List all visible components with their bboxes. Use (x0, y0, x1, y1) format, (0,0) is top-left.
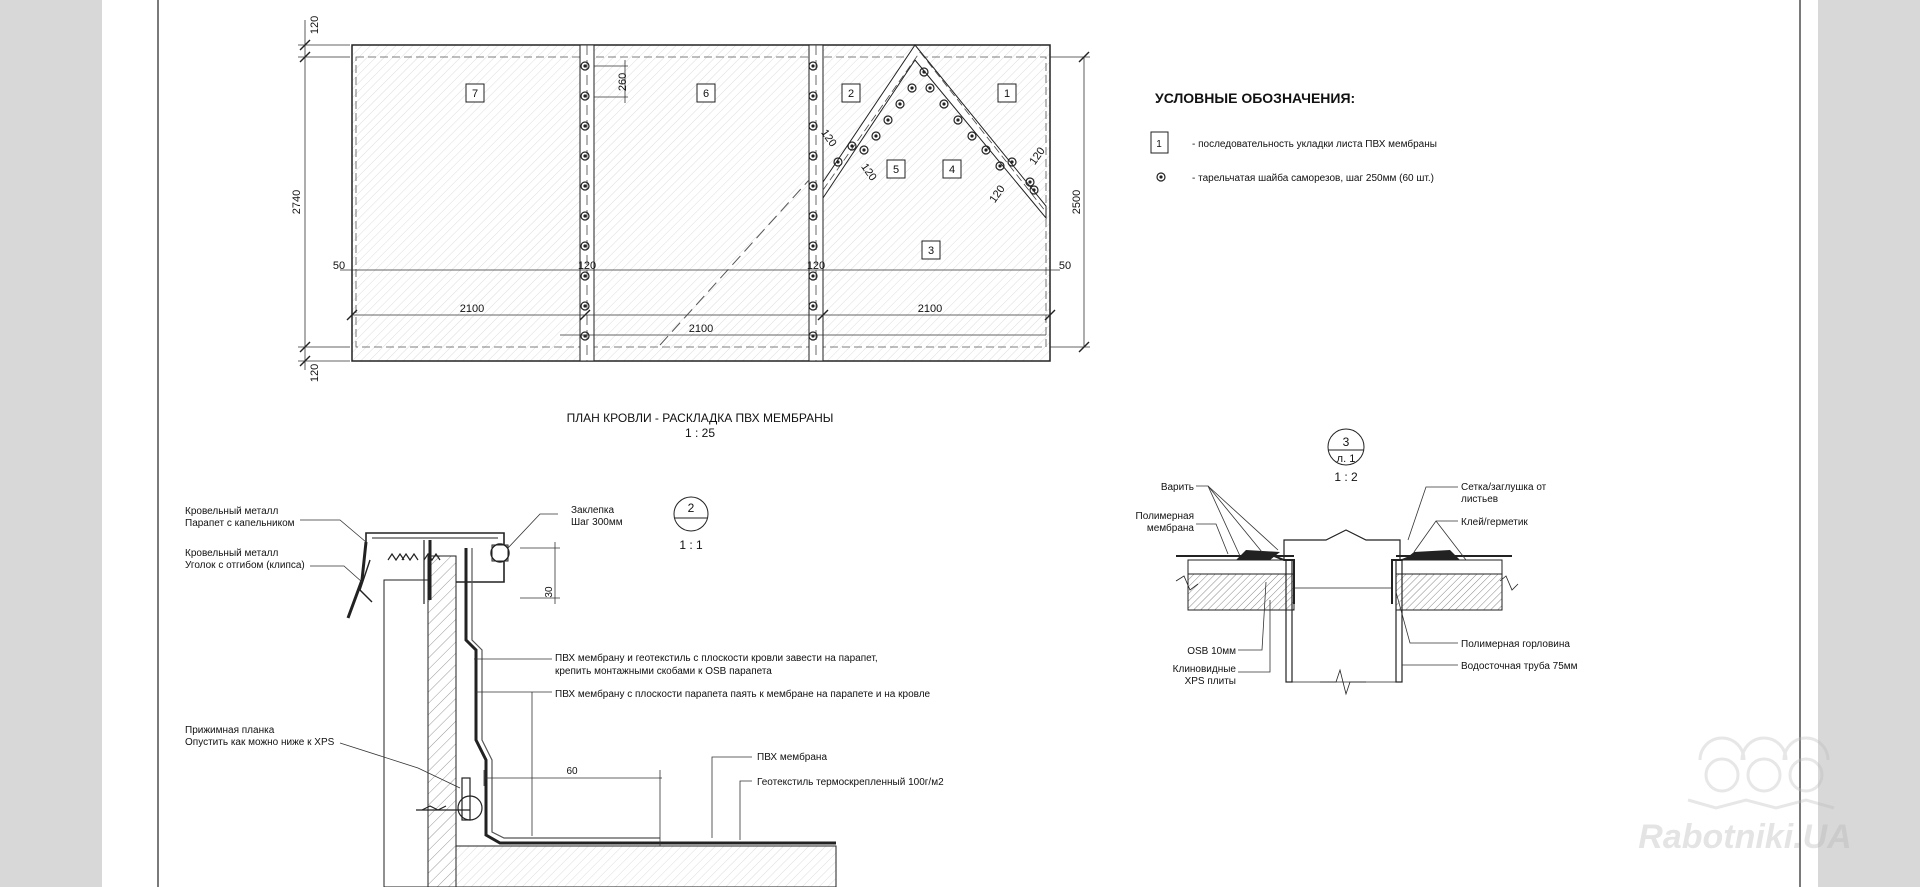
detail-3-marker-top: 3 (1343, 435, 1350, 449)
detail-3-scale: 1 : 2 (1334, 470, 1358, 484)
legend-item-washer: - тарельчатая шайба саморезов, шаг 250мм… (1192, 172, 1434, 184)
label-rivet-1: Заклепка (571, 505, 614, 516)
watermark-text: Rabotniki.UA (1638, 818, 1851, 856)
sheet-number-4: 4 (949, 164, 955, 176)
label-osb: OSB 10мм (1187, 646, 1236, 657)
label-polymer-membrane-1: Полимерная (1136, 511, 1194, 522)
dim-120-seam-left: 120 (578, 260, 596, 272)
label-net-2: листьев (1461, 494, 1498, 505)
dim-2100-right: 2100 (918, 303, 942, 315)
sheet-number-1: 1 (1004, 88, 1010, 100)
plan-scale: 1 : 25 (685, 426, 715, 440)
dim-2740: 2740 (291, 190, 303, 214)
dim-2100-middle: 2100 (689, 323, 713, 335)
sheet-number-7: 7 (472, 88, 478, 100)
sheet-number-2: 2 (848, 88, 854, 100)
label-polymer-membrane-2: мембрана (1147, 522, 1195, 534)
detail-3-marker-bottom: л. 1 (1337, 453, 1356, 465)
label-metal-clip-2: Уголок с отгибом (клипса) (185, 559, 305, 571)
label-weld: Варить (1161, 482, 1194, 493)
detail-2-scale: 1 : 1 (679, 538, 703, 552)
label-xps-2: XPS плиты (1185, 676, 1236, 687)
legend: УСЛОВНЫЕ ОБОЗНАЧЕНИЯ: 1 - последовательн… (1150, 90, 1437, 184)
dim-60: 60 (566, 766, 578, 777)
label-metal-cap-2: Парапет с капельником (185, 518, 295, 529)
label-metal-cap-1: Кровельный металл (185, 506, 278, 517)
label-glue: Клей/герметик (1461, 517, 1528, 528)
note-membrane-2: крепить монтажными скобами к OSB парапет… (555, 665, 772, 677)
note-membrane-1: ПВХ мембрану и геотекстиль с плоскости к… (555, 652, 878, 664)
detail-2-drawing: 2 1 : 1 (185, 496, 944, 887)
sheet-number-3: 3 (928, 245, 934, 257)
label-plank-2: Опустить как можно ниже к XPS (185, 737, 335, 748)
label-drain-pipe: Водосточная труба 75мм (1461, 660, 1578, 672)
label-metal-clip-1: Кровельный металл (185, 548, 278, 559)
sheet-number-6: 6 (703, 88, 709, 100)
roof-plan-drawing: 7 6 2 1 5 4 3 (291, 16, 1090, 440)
legend-box-sample: 1 (1156, 139, 1162, 150)
dim-260: 260 (617, 73, 629, 91)
watermark-logo: Rabotniki.UA (1638, 736, 1852, 856)
label-geotextile: Геотекстиль термоскрепленный 100г/м2 (757, 777, 944, 788)
note-membrane-weld: ПВХ мембрану с плоскости парапета паять … (555, 688, 931, 700)
washer-symbol-icon (1156, 172, 1166, 182)
label-pvc-membrane: ПВХ мембрана (757, 751, 827, 763)
dim-120-bottom: 120 (309, 364, 321, 382)
label-rivet-2: Шаг 300мм (571, 517, 623, 528)
detail-3-drawing: 3 л. 1 1 : 2 (1136, 428, 1578, 696)
detail-2-marker: 2 (688, 501, 695, 515)
label-xps-1: Клиновидные (1173, 664, 1237, 675)
sheet-number-5: 5 (893, 164, 899, 176)
legend-title: УСЛОВНЫЕ ОБОЗНАЧЕНИЯ: (1155, 90, 1355, 106)
label-plank-1: Прижимная планка (185, 725, 275, 736)
legend-item-sequence: - последовательность укладки листа ПВХ м… (1192, 138, 1437, 150)
dim-30: 30 (544, 586, 555, 598)
dim-120-top: 120 (309, 16, 321, 34)
dim-50-left: 50 (333, 260, 345, 272)
plan-title: ПЛАН КРОВЛИ - РАСКЛАДКА ПВХ МЕМБРАНЫ (567, 411, 834, 425)
dim-2500: 2500 (1071, 190, 1083, 214)
dim-50-right: 50 (1059, 260, 1071, 272)
label-polymer-neck: Полимерная горловина (1461, 639, 1570, 650)
dim-120-seam-right: 120 (807, 260, 825, 272)
dim-2100-left: 2100 (460, 303, 484, 315)
label-net-1: Сетка/заглушка от (1461, 482, 1547, 493)
